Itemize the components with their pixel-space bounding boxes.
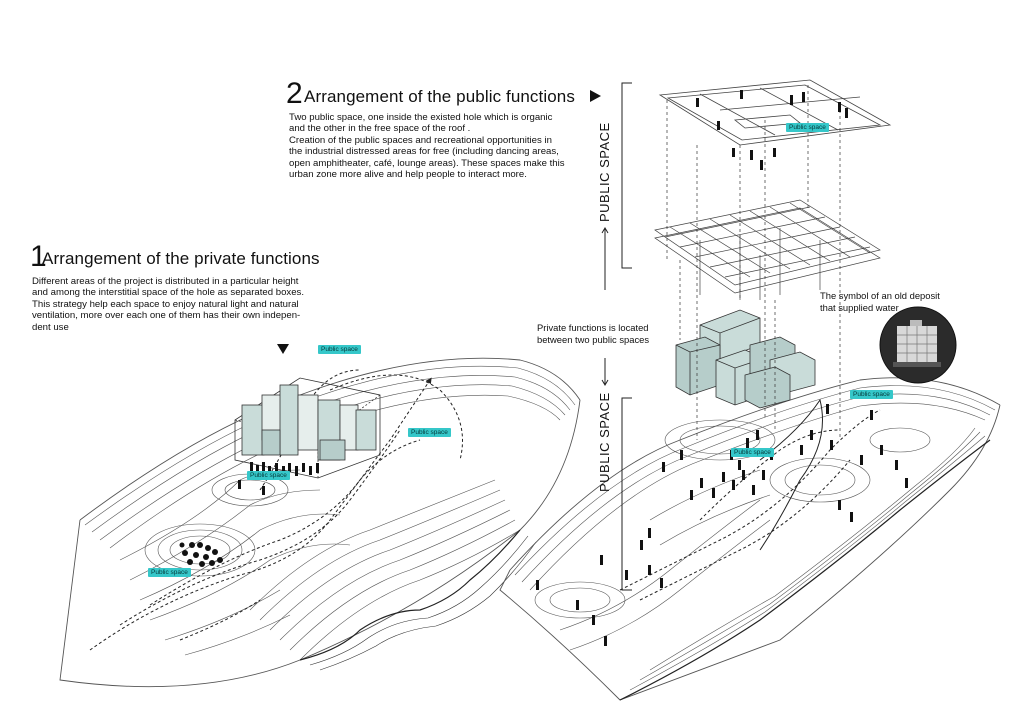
section2-number: 2 <box>286 77 303 110</box>
left-pointer-triangle <box>277 344 289 354</box>
section2-line: urban zone more alive and help people to… <box>289 169 527 181</box>
public-space-tag: Public space <box>850 390 893 399</box>
section2-paragraph: Two public space, one inside the existed… <box>289 112 589 180</box>
public-space-tag: Public space <box>408 428 451 437</box>
deposit-note-line2: that supplied water <box>820 301 899 313</box>
public-space-tag: Public space <box>786 123 829 132</box>
section1-line: dent use <box>32 321 69 333</box>
public-space-tag: Public space <box>247 471 290 480</box>
public-space-tag: Public space <box>731 448 774 457</box>
section1-line: ventilation, more over each one of them … <box>32 310 301 322</box>
section1-title: Arrangement of the private functions <box>42 249 320 268</box>
section1-line: This strategy help each space to enjoy n… <box>32 298 299 310</box>
section1-line: Different areas of the project is distri… <box>32 276 299 287</box>
left-private-box <box>234 377 381 479</box>
private-note-line2: between two public spaces <box>537 333 650 345</box>
right-people <box>536 90 908 646</box>
deposit-note: The symbol of an old deposit that suppli… <box>820 290 980 313</box>
private-note-line1: Private functions is located <box>537 322 649 333</box>
public-space-brackets <box>601 82 632 591</box>
section2-line: open amphitheater, café, lounge areas). … <box>289 157 565 169</box>
private-functions-note: Private functions is located between two… <box>537 322 677 345</box>
section1-line: and among the interstitial space of the … <box>32 287 304 299</box>
section2-line: Two public space, one inside the existed… <box>289 112 553 123</box>
section2-line: the industrial distressed areas for free… <box>289 146 559 158</box>
public-space-label-lower: PUBLIC SPACE <box>597 392 612 492</box>
roof-structure-grid <box>654 199 881 300</box>
public-space-label-upper: PUBLIC SPACE <box>597 122 612 222</box>
floating-private-volumes <box>675 309 816 409</box>
public-space-tag: Public space <box>318 345 361 354</box>
section1-paragraph: Different areas of the project is distri… <box>32 276 332 333</box>
vertical-projection-lines <box>666 85 841 440</box>
section1-number: 1 <box>30 240 47 273</box>
section2-line: Creation of the public spaces and recrea… <box>289 134 552 146</box>
section2-line: and the other in the free space of the r… <box>289 123 471 135</box>
section2-title: Arrangement of the public functions <box>304 87 575 106</box>
roof-plan <box>658 79 892 146</box>
left-crowd-people <box>179 462 319 567</box>
title2-pointer-triangle <box>590 90 601 102</box>
right-terrain <box>499 377 1001 701</box>
right-circulation-paths <box>619 409 881 601</box>
public-space-tag: Public space <box>148 568 191 577</box>
water-deposit-photo <box>879 306 957 384</box>
deposit-note-line1: The symbol of an old deposit <box>820 290 940 301</box>
left-circulation-paths <box>89 369 463 651</box>
